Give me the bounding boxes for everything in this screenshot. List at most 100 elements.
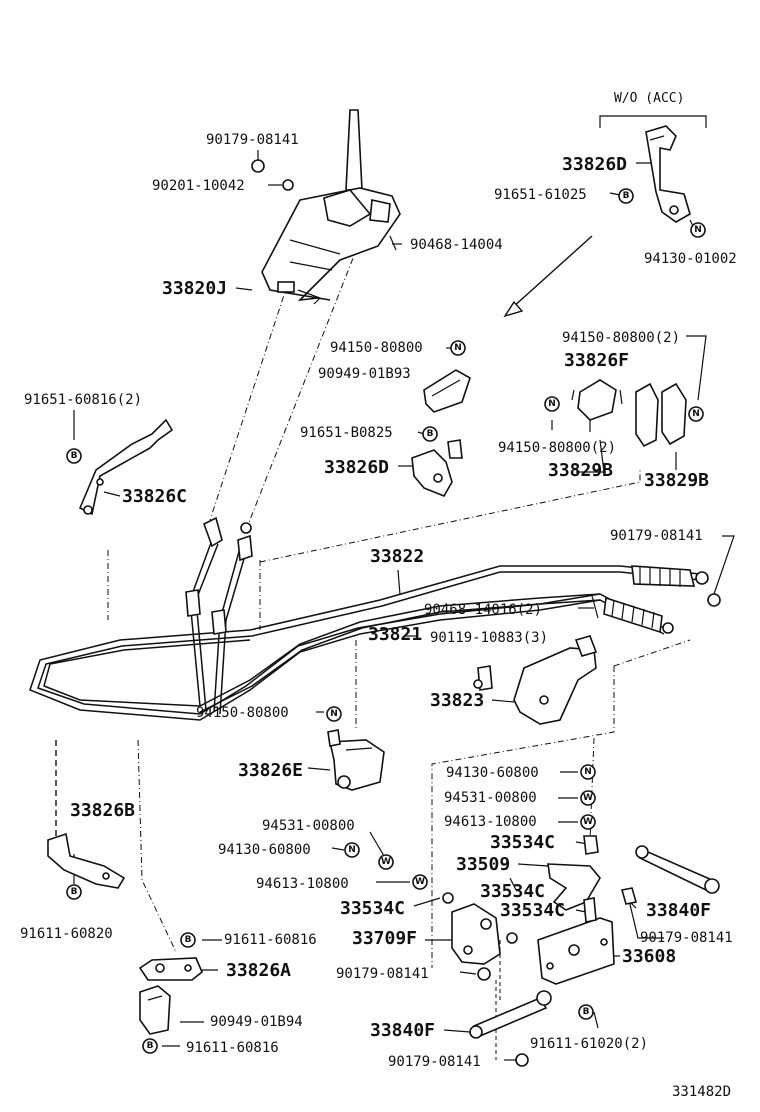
rod-33840f-left [469, 990, 552, 1067]
marker-b: B [618, 188, 634, 204]
marker-symbols: B N N B B N N N N W W N W W B B B B [66, 188, 706, 1054]
misc-fasteners [473, 679, 483, 689]
svg-text:W: W [583, 817, 593, 827]
label-94531-00800: 94531-00800 [262, 818, 355, 834]
label-33829b: 33829B [548, 460, 613, 481]
label-33534c: 33534C [500, 900, 565, 921]
label-91611-60816: 91611-60816 [186, 1040, 279, 1056]
marker-w: W [580, 790, 596, 806]
svg-text:B: B [71, 451, 78, 461]
clip-90949-01b94 [139, 985, 171, 1035]
svg-text:B: B [427, 429, 434, 439]
label-90201-10042: 90201-10042 [152, 178, 245, 194]
label-90179-08141: 90179-08141 [206, 132, 299, 148]
label-90949-01b93: 90949-01B93 [318, 366, 411, 382]
clip-90949-01b93 [423, 369, 471, 413]
label-90179-08141: 90179-08141 [640, 930, 733, 946]
diagram-code: 331482D [672, 1084, 731, 1100]
label-91611-60820: 91611-60820 [20, 926, 113, 942]
svg-text:N: N [548, 399, 556, 409]
marker-b: B [422, 426, 438, 442]
plate-33608 [537, 897, 615, 985]
label-90468-14004: 90468-14004 [410, 237, 503, 253]
marker-n: N [690, 222, 706, 238]
label-94130-60800: 94130-60800 [218, 842, 311, 858]
shift-cables [29, 516, 709, 721]
label-33821: 33821 [368, 624, 422, 645]
label-33826b: 33826B [70, 800, 135, 821]
label-33826d: 33826D [562, 154, 627, 175]
svg-text:W: W [583, 793, 593, 803]
label-33829b: 33829B [644, 470, 709, 491]
bushing-33829b-a [635, 382, 659, 448]
label-33826f: 33826F [564, 350, 629, 371]
header-wo-acc: W/O (ACC) [614, 91, 684, 106]
marker-n: N [580, 764, 596, 780]
bracket-33823 [477, 595, 599, 725]
bracket-33826d-upper [645, 125, 691, 223]
label-94613-10800: 94613-10800 [444, 814, 537, 830]
label-33823: 33823 [430, 690, 484, 711]
svg-text:N: N [692, 409, 700, 419]
marker-w: W [378, 854, 394, 870]
marker-b: B [66, 884, 82, 900]
marker-b: B [578, 1004, 594, 1020]
label-91651-b0825: 91651-B0825 [300, 425, 393, 441]
svg-text:N: N [454, 343, 462, 353]
label-94130-01002: 94130-01002 [644, 251, 737, 267]
svg-text:N: N [330, 709, 338, 719]
label-90468-14016-2: 90468-14016(2) [424, 602, 542, 618]
label-94150-80800: 94150-80800 [330, 340, 423, 356]
label-94613-10800: 94613-10800 [256, 876, 349, 892]
label-33826d: 33826D [324, 457, 389, 478]
bracket-33826f [571, 379, 623, 432]
svg-text:B: B [71, 887, 78, 897]
label-33822: 33822 [370, 546, 424, 567]
label-94531-00800: 94531-00800 [444, 790, 537, 806]
rod-33840f-right [620, 845, 720, 905]
svg-text:B: B [185, 935, 192, 945]
label-33509: 33509 [456, 854, 510, 875]
label-33826a: 33826A [226, 960, 291, 981]
label-33608: 33608 [622, 946, 676, 967]
label-33709f: 33709F [352, 928, 417, 949]
bushing-33829b-b [661, 382, 687, 446]
label-90179-08141: 90179-08141 [610, 528, 703, 544]
label-33534c: 33534C [340, 898, 405, 919]
svg-text:B: B [147, 1041, 154, 1051]
label-91651-61025: 91651-61025 [494, 187, 587, 203]
label-33826c: 33826C [122, 486, 187, 507]
label-90119-10883-3: 90119-10883(3) [430, 630, 548, 646]
label-90949-01b94: 90949-01B94 [210, 1014, 303, 1030]
label-94130-60800: 94130-60800 [446, 765, 539, 781]
svg-text:N: N [584, 767, 592, 777]
marker-n: N [688, 406, 704, 422]
marker-b: B [180, 932, 196, 948]
svg-text:N: N [694, 225, 702, 235]
label-33534c: 33534C [490, 832, 555, 853]
label-91611-60816: 91611-60816 [224, 932, 317, 948]
nut-90179-08141-b [707, 593, 721, 607]
label-33840f: 33840F [646, 900, 711, 921]
lever-33509 [547, 835, 601, 911]
marker-n: N [544, 396, 560, 412]
bracket-33826c [78, 418, 174, 516]
label-33820j: 33820J [162, 278, 227, 299]
svg-text:B: B [623, 191, 630, 201]
bracket-33826a [138, 957, 203, 981]
direction-arrow [503, 235, 593, 318]
shift-lever-assembly [261, 109, 401, 305]
svg-text:N: N [348, 845, 356, 855]
label-90179-08141: 90179-08141 [336, 966, 429, 982]
label-91611-61020-2: 91611-61020(2) [530, 1036, 648, 1052]
lever-nut [251, 159, 397, 251]
label-33840f: 33840F [370, 1020, 435, 1041]
bracket-33826d-lower [411, 439, 463, 498]
bracket-33709f [442, 892, 518, 981]
label-94150-80800-2: 94150-80800(2) [498, 440, 616, 456]
label-33826e: 33826E [238, 760, 303, 781]
label-90179-08141: 90179-08141 [388, 1054, 481, 1070]
marker-n: N [344, 842, 360, 858]
svg-text:W: W [415, 877, 425, 887]
